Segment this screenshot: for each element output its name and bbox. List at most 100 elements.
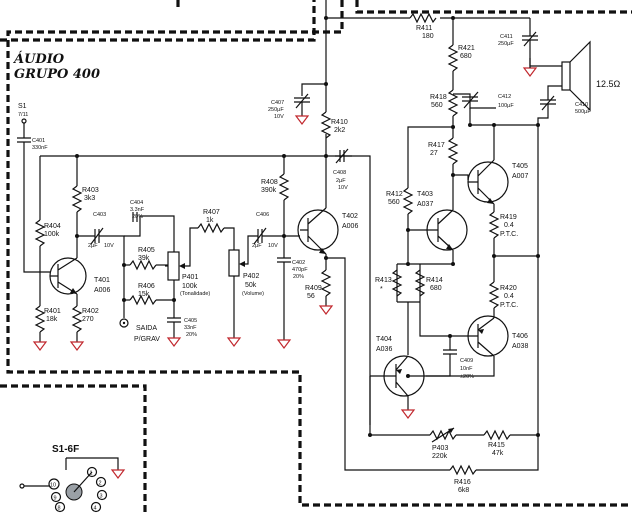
capacitor-c412: C412 100µF <box>462 91 514 109</box>
svg-text:R421: R421 <box>458 45 475 52</box>
svg-text:39k: 39k <box>138 255 150 262</box>
svg-text:2: 2 <box>99 481 102 487</box>
resistor-r410: R410 2k2 <box>320 111 348 139</box>
speaker: 12.5Ω <box>529 40 621 112</box>
svg-text:100k: 100k <box>44 231 60 238</box>
svg-text:C409: C409 <box>460 358 473 364</box>
svg-text:390k: 390k <box>261 187 277 194</box>
svg-text:R404: R404 <box>44 223 61 230</box>
wire-r407-left <box>185 227 198 267</box>
svg-text:50k: 50k <box>245 282 257 289</box>
svg-text:A007: A007 <box>512 173 528 180</box>
svg-text:R403: R403 <box>82 187 99 194</box>
svg-text:R420: R420 <box>500 285 517 292</box>
resistor-r420: R420 0.4 P.T.C. <box>488 281 518 309</box>
transistor-t402: T402 A006 <box>297 207 358 255</box>
svg-text:A006: A006 <box>342 223 358 230</box>
wire-bias-box <box>396 263 421 303</box>
section-title-group: GRUPO 400 <box>14 67 100 82</box>
resistor-r401: R401 18k <box>34 305 61 333</box>
svg-text:R414: R414 <box>426 277 443 284</box>
svg-text:27: 27 <box>430 150 438 157</box>
svg-text:7/11: 7/11 <box>18 112 28 118</box>
wire-t406-base <box>419 302 468 337</box>
ground-symbol-c407 <box>294 115 310 125</box>
svg-text:20%: 20% <box>132 214 143 220</box>
svg-text:*: * <box>380 286 383 293</box>
svg-text:8: 8 <box>58 506 61 512</box>
svg-text:C412: C412 <box>498 94 511 100</box>
wire-input-t401 <box>23 142 50 273</box>
svg-text:33nF: 33nF <box>184 325 197 331</box>
resistor-r402: R402 270 <box>71 305 99 333</box>
svg-text:T402: T402 <box>342 213 358 220</box>
svg-text:P402: P402 <box>243 273 259 280</box>
svg-text:10V: 10V <box>338 185 348 191</box>
resistor-r407: R407 1k <box>197 209 225 234</box>
svg-text:T406: T406 <box>512 333 528 340</box>
svg-text:0.4: 0.4 <box>504 293 514 300</box>
svg-text:470pF: 470pF <box>292 267 308 273</box>
resistor-r418: R418 560 <box>430 89 459 117</box>
rotary-switch-s1-6f: S1-6F 1 2 3 4 9 10 8 <box>19 444 126 513</box>
svg-text:56: 56 <box>307 293 315 300</box>
resistor-r403: R403 3k3 <box>71 185 99 213</box>
wire-c404 <box>124 215 148 237</box>
capacitor-c405: C405 33nF 20% <box>167 317 197 338</box>
svg-text:9: 9 <box>54 496 57 502</box>
svg-text:R408: R408 <box>261 179 278 186</box>
svg-text:A037: A037 <box>417 201 433 208</box>
svg-text:C405: C405 <box>184 318 197 324</box>
resistor-r414: R414 680 <box>414 269 443 297</box>
svg-text:C411: C411 <box>500 34 513 40</box>
svg-text:3.3nF: 3.3nF <box>130 207 145 213</box>
svg-text:560: 560 <box>431 102 443 109</box>
svg-text:(Tonalidade): (Tonalidade) <box>180 291 210 297</box>
svg-text:±20%: ±20% <box>460 374 474 380</box>
svg-text:220k: 220k <box>432 453 448 460</box>
svg-text:R405: R405 <box>138 247 155 254</box>
wire-p401-top <box>148 215 175 252</box>
transistor-t405: T405 A007 <box>467 159 528 205</box>
svg-text:3k3: 3k3 <box>84 195 95 202</box>
wire-c406-left <box>245 235 258 265</box>
svg-text:R402: R402 <box>82 308 99 315</box>
resistor-r412: R412 560 <box>386 187 414 215</box>
resistor-r408: R408 390k <box>261 173 290 201</box>
svg-text:2µF: 2µF <box>88 243 98 249</box>
resistor-r419: R419 0.4 P.T.C. <box>488 211 518 239</box>
wire-output-node <box>469 108 538 126</box>
ground-symbol-t404 <box>400 409 416 419</box>
svg-text:2k2: 2k2 <box>334 127 345 134</box>
svg-text:P401: P401 <box>182 274 198 281</box>
svg-text:10: 10 <box>50 483 56 489</box>
ground-symbol-p402 <box>226 337 242 347</box>
svg-text:P.T.C.: P.T.C. <box>500 302 518 309</box>
svg-text:10nF: 10nF <box>460 366 473 372</box>
svg-text:47k: 47k <box>492 450 504 457</box>
potentiometer-p401: P401 100k (Tonalidade) <box>165 251 210 297</box>
svg-text:180: 180 <box>422 33 434 40</box>
svg-text:R416: R416 <box>454 479 471 486</box>
svg-text:C408: C408 <box>333 170 346 176</box>
svg-text:P403: P403 <box>432 445 448 452</box>
svg-text:R413: R413 <box>375 277 392 284</box>
svg-text:P.T.C.: P.T.C. <box>500 231 518 238</box>
wire-c409-bottom <box>426 354 451 377</box>
svg-text:560: 560 <box>388 199 400 206</box>
wire-r412-top <box>407 126 453 188</box>
svg-text:A036: A036 <box>376 346 392 353</box>
capacitor-c404: C404 3.3nF 20% <box>130 200 145 222</box>
svg-text:18k: 18k <box>46 316 58 323</box>
svg-text:A006: A006 <box>94 287 110 294</box>
svg-text:C402: C402 <box>292 260 305 266</box>
svg-text:20%: 20% <box>186 332 197 338</box>
resistor-r406: R406 15k <box>129 283 157 306</box>
capacitor-c410: C410 500µF <box>537 95 591 125</box>
svg-text:6k8: 6k8 <box>458 487 469 494</box>
ground-symbol-c405 <box>166 337 182 347</box>
svg-text:20%: 20% <box>293 274 304 280</box>
input-s1: S1 7/11 <box>18 103 28 138</box>
